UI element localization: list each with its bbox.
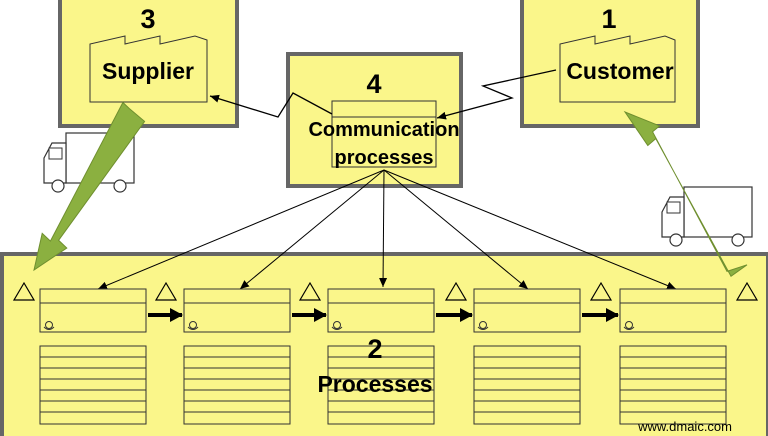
process-step-box	[619, 288, 727, 333]
operator-icon-body	[43, 326, 55, 330]
inventory-triangle-icon	[12, 281, 36, 301]
outbound-material-arrow	[623, 110, 748, 278]
operator-icon-body	[477, 326, 489, 330]
customer-number: 1	[601, 4, 616, 34]
processes-number: 2	[367, 334, 382, 364]
inventory-triangle-icon	[589, 281, 613, 301]
inventory-triangle-icon	[154, 281, 178, 301]
supplier-number: 3	[140, 4, 155, 34]
inventory-triangle-icon	[298, 281, 322, 301]
data-box	[39, 345, 147, 425]
schedule-arrow-5	[383, 169, 677, 290]
process-step-box	[473, 288, 581, 333]
inbound-material-arrow	[33, 101, 146, 272]
operator-icon	[45, 321, 53, 329]
operator-icon-body	[187, 326, 199, 330]
process-step-box	[327, 288, 435, 333]
operator-icon	[333, 321, 341, 329]
data-box	[619, 345, 727, 425]
processes-label: Processes	[317, 371, 432, 397]
communication-icon	[331, 100, 437, 168]
communication-number: 4	[366, 69, 381, 99]
inventory-triangle-icon	[444, 281, 468, 301]
schedule-arrow-2	[239, 169, 385, 290]
operator-icon	[479, 321, 487, 329]
process-step-box	[39, 288, 147, 333]
process-step-box	[183, 288, 291, 333]
operator-icon-body	[623, 326, 635, 330]
customer-label: Customer	[566, 58, 673, 84]
operator-icon-body	[331, 326, 343, 330]
supplier-label: Supplier	[102, 58, 194, 84]
supplier-factory-icon	[89, 35, 208, 103]
process-steps	[12, 281, 759, 425]
schedule-arrow-3	[379, 169, 388, 288]
inventory-triangle-icon	[735, 281, 759, 301]
communication-label-line1: Communication	[308, 119, 459, 141]
schedule-arrow-4	[383, 169, 529, 290]
communication-label-line2: processes	[335, 147, 434, 169]
schedule-arrow-1	[97, 169, 385, 290]
data-box	[327, 345, 435, 425]
info-arrow-from-customer	[436, 69, 557, 120]
outbound-truck-icon	[661, 186, 753, 247]
operator-icon	[625, 321, 633, 329]
watermark: www.dmaic.com	[637, 419, 732, 434]
info-arrow-to-supplier	[209, 92, 333, 118]
operator-icon	[189, 321, 197, 329]
data-box	[183, 345, 291, 425]
data-box	[473, 345, 581, 425]
customer-factory-icon	[559, 35, 676, 103]
